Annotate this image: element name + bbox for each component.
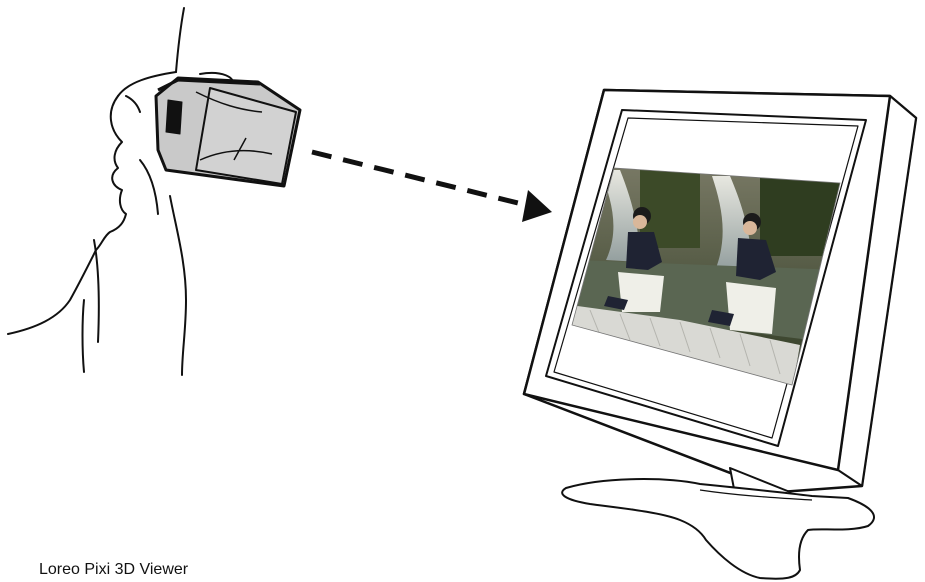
neck-line [94,240,99,342]
dashed-arrow [312,152,552,222]
person-figure [8,8,233,375]
loreo-viewer [156,78,300,186]
face-profile [8,96,126,334]
cheek-line [140,160,158,214]
figure-caption: Loreo Pixi 3D Viewer [39,561,188,579]
monitor-base [562,479,874,579]
head-back-line [176,8,184,72]
back-hair [170,196,186,375]
shoulder-line [83,300,85,372]
viewer-strap-slot [166,100,182,134]
nose-line [126,96,140,112]
arrow-head [522,190,552,222]
